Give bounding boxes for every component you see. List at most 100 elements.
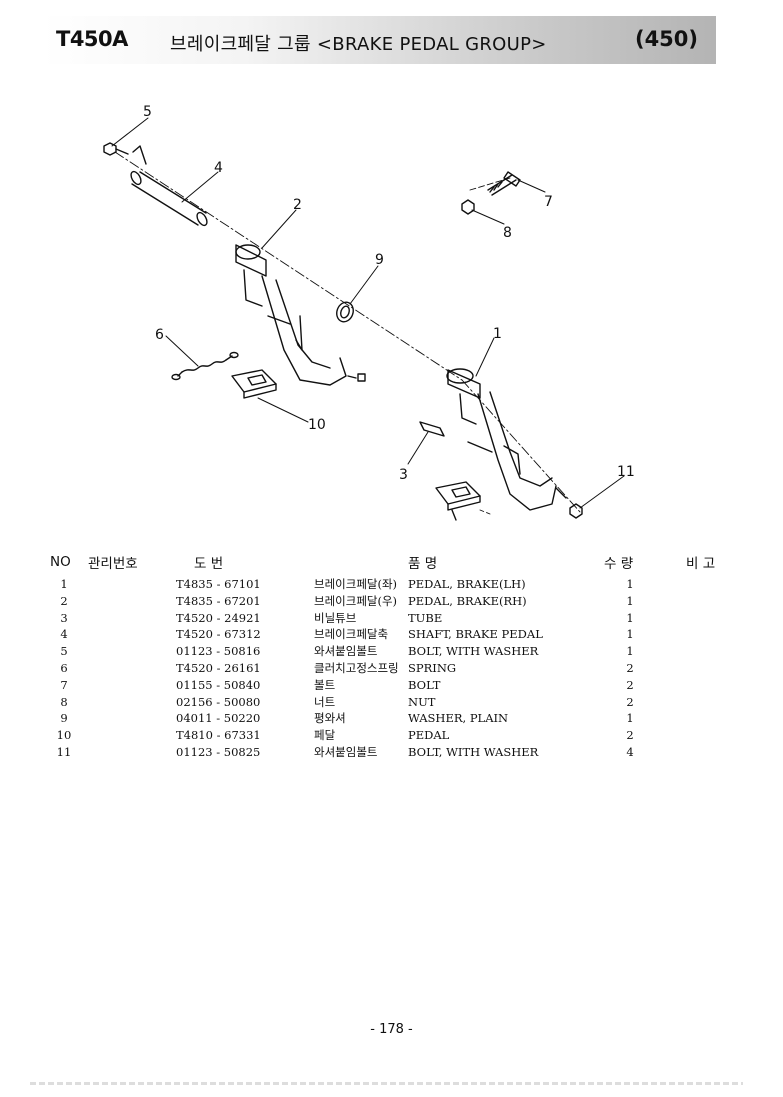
drawing-number-cell: 02156 - 50080 [176,694,261,709]
part-1-brake-pedal-lh [446,368,567,511]
drawing-number-cell: 01123 - 50816 [176,644,261,659]
drawing-number-cell: T4520 - 24921 [176,610,261,625]
english-name-cell: WASHER, PLAIN [408,711,509,726]
callout-6: 6 [155,327,164,343]
management-number-cell [88,626,176,643]
drawing-number-cell: T4835 - 67201 [176,593,261,608]
part-9-washer-plain [336,301,354,323]
page-header: T450A 브레이크페달 그룹 <BRAKE PEDAL GROUP> (450… [42,16,716,64]
drawing-number-cell: T4810 - 67331 [176,728,261,743]
callout-8: 8 [503,225,512,241]
korean-name-cell: 페달 [314,728,336,743]
page-number: - 178 - [370,1022,413,1037]
assembly-axis-line [114,151,463,381]
english-name-cell: BOLT [408,677,441,692]
remarks-cell [656,643,778,660]
callout-4: 4 [214,160,223,176]
management-number-cell [88,610,176,627]
drawing-number-cell: T4835 - 67101 [176,577,261,591]
part-4-brake-pedal-shaft [130,145,208,227]
remarks-cell [656,626,778,643]
row-number-cell: 5 [60,644,68,659]
english-name-cell: BOLT, WITH WASHER [408,644,539,659]
part-6-spring [171,351,239,381]
exploded-parts-diagram: 5 4 2 9 6 10 7 8 1 3 11 [103,104,635,521]
english-name-cell: SHAFT, BRAKE PEDAL [408,627,543,642]
remarks-cell [656,677,778,694]
management-number-cell [88,727,176,744]
management-number-cell [88,593,176,610]
remarks-cell [656,660,778,677]
col-header-part-name: 품 명 [408,556,438,572]
row-number-cell: 10 [56,728,72,743]
row-number-cell: 7 [60,677,68,692]
callout-2: 2 [293,197,302,213]
col-header-no: NO [50,554,71,570]
quantity-cell: 2 [626,677,634,692]
remarks-cell [656,576,778,593]
korean-name-cell: 평와셔 [314,711,346,726]
callout-1: 1 [493,326,502,342]
part-7-bolt [487,171,521,196]
quantity-cell: 2 [626,694,634,709]
col-header-management-no: 관리번호 [88,556,138,572]
korean-name-cell: 브레이크페달(좌) [314,577,398,591]
callout-9: 9 [375,252,384,268]
quantity-cell: 1 [626,627,634,642]
parts-list-table: NO 관리번호 도 번 품 명 수 량 비 고 1 T4835 - 67101 브레… [40,552,778,761]
management-number-cell [88,677,176,694]
korean-name-cell: 비닐튜브 [314,610,357,625]
row-number-cell: 6 [60,660,68,675]
scan-artifact-line [30,1082,743,1085]
drawing-number-cell: T4520 - 26161 [176,660,261,675]
management-number-cell [88,744,176,761]
col-header-quantity: 수 량 [604,556,634,572]
row-number-cell: 4 [60,627,68,642]
management-number-cell [88,660,176,677]
remarks-cell [656,593,778,610]
quantity-cell: 1 [626,644,634,659]
english-name-cell: NUT [408,694,436,709]
callout-leaders [111,117,625,509]
assembly-axis-line [461,379,581,513]
part-10-pedal-pad [231,369,277,399]
quantity-cell: 1 [626,593,634,608]
drawing-number-cell: T4520 - 67312 [176,627,261,642]
drawing-number-cell: 01123 - 50825 [176,744,261,759]
row-number-cell: 9 [60,711,68,726]
korean-name-cell: 와셔붙임볼트 [314,744,378,759]
remarks-cell [656,727,778,744]
korean-name-cell: 브레이크페달축 [314,627,389,642]
quantity-cell: 1 [626,711,634,726]
table-header-row: NO 관리번호 도 번 품 명 수 량 비 고 [40,552,778,576]
group-number: (450) [634,27,698,51]
drawing-number-cell: 01155 - 50840 [176,677,261,692]
part-11-bolt-with-washer [569,503,583,519]
remarks-cell [656,710,778,727]
management-number-cell [88,710,176,727]
part-5-bolt-with-washer [103,142,129,156]
management-number-cell [88,643,176,660]
part-8-nut [461,199,475,215]
row-number-cell: 2 [60,593,68,608]
col-header-drawing-no: 도 번 [194,556,224,572]
assembly-axis-line [469,177,511,191]
row-number-cell: 11 [56,744,72,759]
col-header-remarks: 비 고 [686,556,716,572]
quantity-cell: 1 [626,610,634,625]
remarks-cell [656,694,778,711]
row-number-cell: 8 [60,694,68,709]
table-row: 4 T4520 - 67312 브레이크페달축 SHAFT, BRAKE PEDAL 1 [40,626,778,643]
english-name-cell: PEDAL, BRAKE(RH) [408,593,527,608]
management-number-cell [88,576,176,593]
management-number-cell [88,694,176,711]
callout-10: 10 [308,417,326,433]
english-name-cell: TUBE [408,610,443,625]
korean-name-cell: 볼트 [314,677,336,692]
